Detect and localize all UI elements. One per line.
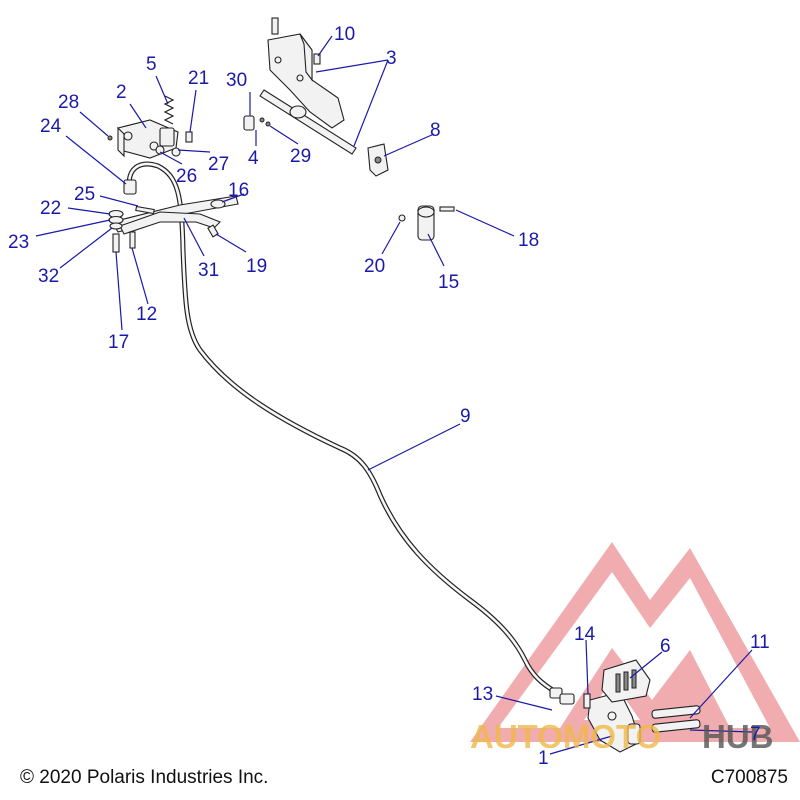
callout-20: 20 [364, 256, 385, 277]
callout-2: 2 [116, 82, 127, 103]
callout-6: 6 [660, 636, 671, 657]
callout-1: 1 [538, 748, 549, 769]
callout-13: 13 [472, 684, 493, 705]
callout-7: 7 [750, 724, 761, 745]
callout-8: 8 [430, 120, 441, 141]
callout-12: 12 [136, 304, 157, 325]
callout-19: 19 [246, 256, 267, 277]
callout-16: 16 [228, 180, 249, 201]
callout-27: 27 [208, 154, 229, 175]
callout-4: 4 [248, 148, 259, 169]
callout-10: 10 [334, 24, 355, 45]
watermark-word-automoto: AUTOMOTO [470, 718, 661, 755]
drawing-id: C700875 [710, 767, 788, 788]
copyright-notice: © 2020 Polaris Industries Inc. [20, 767, 269, 788]
upper-bracket-assembly [107, 95, 193, 159]
callout-14: 14 [574, 624, 596, 645]
callout-25: 25 [74, 184, 95, 205]
callout-24: 24 [40, 116, 62, 137]
watermark-word-hub: HUB [702, 718, 774, 755]
callout-9: 9 [460, 406, 471, 427]
brake-cable [126, 161, 559, 695]
callout-32: 32 [38, 266, 59, 287]
callout-22: 22 [40, 198, 61, 219]
callout-5: 5 [146, 54, 157, 75]
callout-17: 17 [108, 332, 129, 353]
callout-3: 3 [386, 48, 397, 69]
clevis-assembly [398, 205, 455, 241]
leader-lines [35, 35, 753, 755]
callout-21: 21 [188, 68, 209, 89]
watermark-text: AUTOMOTO HUB [470, 718, 774, 755]
caliper-assembly [549, 659, 701, 753]
callout-30: 30 [226, 70, 247, 91]
callout-18: 18 [518, 230, 539, 251]
callout-28: 28 [58, 92, 79, 113]
callout-29: 29 [290, 146, 311, 167]
callout-23: 23 [8, 232, 29, 253]
cable-bracket [108, 179, 239, 253]
pedal-pad [367, 143, 389, 177]
callout-11: 11 [750, 632, 770, 653]
callout-15: 15 [438, 272, 459, 293]
pedal-assembly [243, 17, 357, 155]
callouts: 5 21 2 28 24 27 26 25 22 23 32 17 12 16 … [8, 24, 770, 769]
callout-26: 26 [176, 166, 197, 187]
callout-31: 31 [198, 260, 219, 281]
